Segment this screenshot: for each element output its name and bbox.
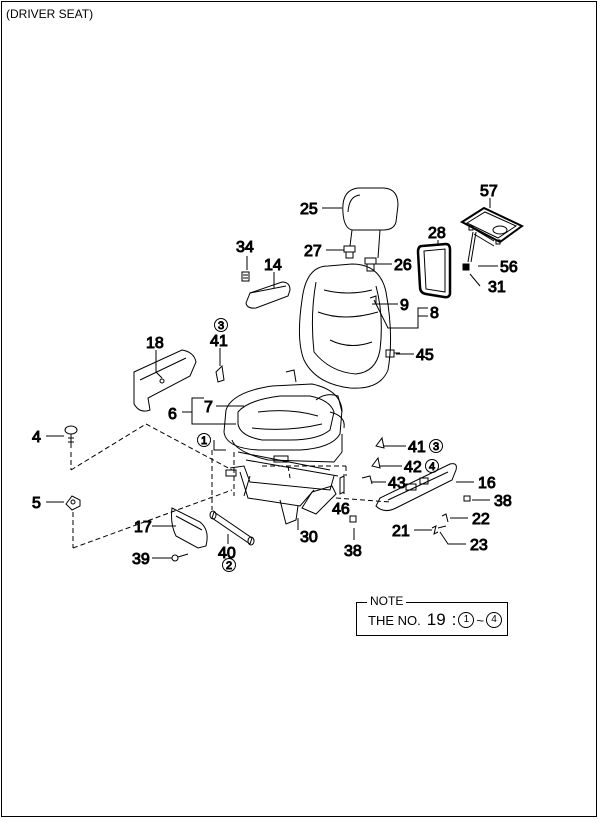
callout-9: 9: [400, 297, 409, 314]
note-text: THE NO. 19 : 1 ~ 4: [368, 610, 502, 630]
note-box: [356, 602, 508, 636]
side-cover-part: [133, 349, 197, 412]
callout-17: 17: [134, 519, 152, 536]
headrest-part: [342, 187, 399, 259]
callout-56: 56: [500, 259, 518, 276]
callout-38-lower: 38: [344, 543, 362, 560]
callout-42: 42: [404, 459, 422, 476]
callout-38-right: 38: [494, 493, 512, 510]
note-colon: :: [451, 610, 457, 629]
note-prefix: THE NO.: [368, 612, 421, 628]
seat-back-part: [298, 263, 392, 389]
nut-part: [65, 495, 81, 511]
callout-8: 8: [430, 305, 439, 322]
callout-41-upper: 41: [210, 333, 228, 350]
dashed-leaders: [70, 423, 391, 549]
callout-57: 57: [480, 183, 498, 200]
callout-45: 45: [416, 347, 434, 364]
callout-26: 26: [394, 257, 412, 274]
circled-3-upper: 3: [218, 320, 224, 332]
grip-cover-part: [171, 507, 208, 549]
leader-lines: [46, 198, 498, 559]
hook-part: [369, 295, 471, 502]
note-tilde: ~: [476, 612, 484, 628]
callout-7: 7: [204, 399, 213, 416]
callout-34: 34: [236, 239, 254, 256]
tray-rod-part: [462, 231, 477, 271]
armrest-part: [245, 281, 291, 309]
note-range-start: 1: [458, 612, 475, 628]
callout-40: 40: [218, 545, 236, 562]
callout-5: 5: [32, 495, 41, 512]
callout-39: 39: [132, 551, 150, 568]
screw-part: [171, 553, 189, 562]
callout-25: 25: [300, 201, 318, 218]
back-panel-part: [416, 242, 452, 299]
spring-part: [431, 513, 449, 535]
callout-27: 27: [304, 243, 322, 260]
callout-46: 46: [332, 501, 350, 518]
callout-43: 43: [388, 475, 406, 492]
knob-part: [215, 364, 225, 383]
callout-14: 14: [264, 257, 282, 274]
circled-callouts: 3 1 2 3 4: [197, 318, 443, 573]
callout-18: 18: [146, 335, 164, 352]
tray-table-part: [460, 206, 524, 247]
seat-frame-part: [225, 394, 345, 525]
headrest-guide-part: [343, 245, 377, 272]
side-shield-part: [375, 463, 457, 512]
adjust-bar-part: [209, 510, 255, 546]
lever-part: [371, 436, 385, 469]
callout-31: 31: [488, 279, 506, 296]
armrest-bolt-part: [241, 271, 250, 282]
note-number: 19: [426, 610, 446, 629]
circled-4: 4: [429, 461, 435, 473]
callout-4: 4: [32, 429, 41, 446]
callout-30: 30: [300, 529, 318, 546]
bolt-part: [64, 425, 78, 448]
callout-28: 28: [428, 225, 446, 242]
circled-1: 1: [201, 435, 207, 447]
callout-23: 23: [470, 537, 488, 554]
callout-6: 6: [168, 406, 177, 423]
note-title: NOTE: [367, 594, 407, 608]
seat-cushion-part: [223, 369, 343, 451]
callout-21: 21: [392, 523, 410, 540]
diagram-caption: (DRIVER SEAT): [6, 7, 94, 21]
callout-16: 16: [478, 475, 496, 492]
callout-41-right: 41: [408, 439, 426, 456]
note-range-end: 4: [485, 612, 502, 628]
callout-22: 22: [472, 511, 490, 528]
circled-3-right: 3: [433, 441, 439, 453]
circled-2: 2: [226, 560, 232, 572]
callout-labels: 25 27 26 28 57 56 31 34 14 9 8 45 41 18 …: [32, 183, 519, 569]
